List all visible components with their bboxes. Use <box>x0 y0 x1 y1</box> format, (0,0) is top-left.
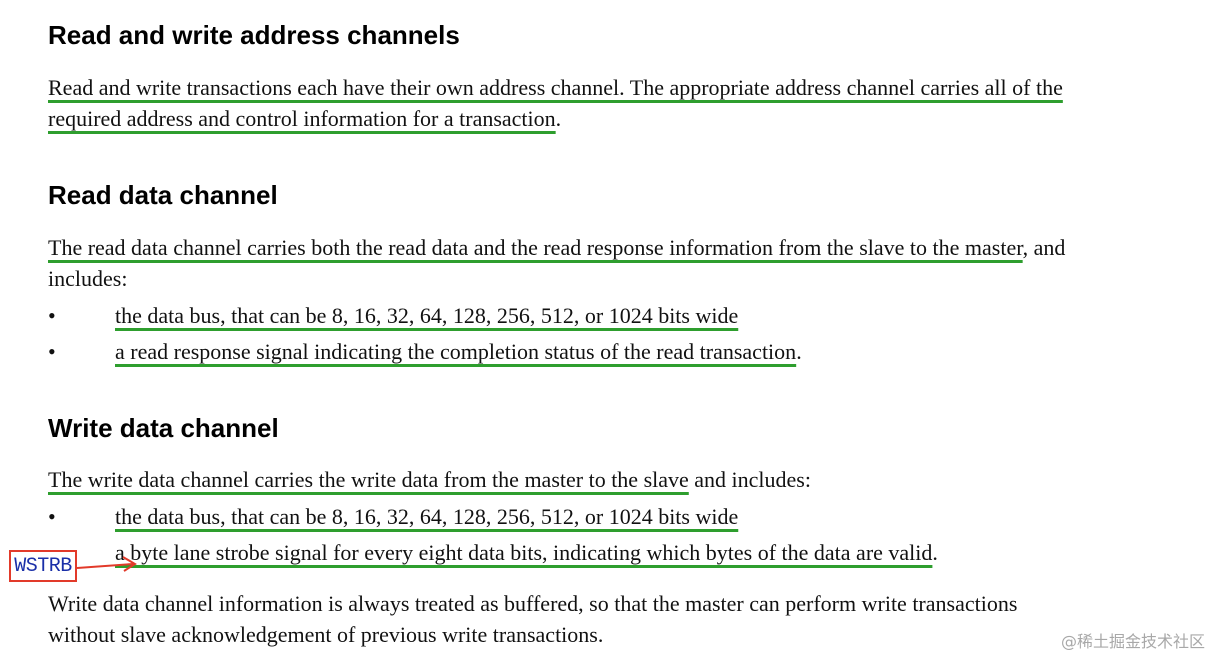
underlined-text: The read data channel carries both the r… <box>48 235 1023 260</box>
paragraph-line: without slave acknowledgement of previou… <box>48 622 604 647</box>
paragraph-line: required address and control information… <box>48 103 1063 134</box>
list-item-text: the data bus, that can be 8, 16, 32, 64,… <box>115 303 739 328</box>
paragraph-line: The write data channel carries the write… <box>48 464 811 495</box>
underlined-text: The write data channel carries the write… <box>48 467 689 492</box>
heading-read-data-channel: Read data channel <box>48 180 278 210</box>
paragraph-line: Write data channel information is always… <box>48 591 1018 616</box>
list-item-text: the data bus, that can be 8, 16, 32, 64,… <box>115 504 739 529</box>
list-item-text: a byte lane strobe signal for every eigh… <box>115 540 938 565</box>
plain-text: . <box>555 106 562 131</box>
bullet-icon: • <box>48 339 56 364</box>
paragraph-line: Read and write transactions each have th… <box>48 72 1063 103</box>
list-item-text: a read response signal indicating the co… <box>115 339 802 364</box>
bullet-icon: • <box>48 303 56 328</box>
heading-address-channels: Read and write address channels <box>48 20 460 50</box>
watermark-text: @稀土掘金技术社区 <box>1060 632 1205 651</box>
plain-text: and includes: <box>688 467 811 492</box>
paragraph-read-data-channel: The read data channel carries both the r… <box>48 232 1065 294</box>
heading-write-data-channel: Write data channel <box>48 413 279 443</box>
plain-text: , and <box>1022 235 1066 260</box>
paragraph-line: The read data channel carries both the r… <box>48 232 1065 263</box>
wstrb-annotation-label: WSTRB <box>9 550 77 582</box>
paragraph-write-data-channel: The write data channel carries the write… <box>48 464 811 495</box>
annotation-arrow-icon <box>77 556 137 572</box>
underlined-text: Read and write transactions each have th… <box>48 75 1063 100</box>
bullet-icon: • <box>48 504 56 529</box>
paragraph-buffered-note: Write data channel information is always… <box>48 588 1017 650</box>
paragraph-address-channels: Read and write transactions each have th… <box>48 72 1063 134</box>
paragraph-line: includes: <box>48 266 128 291</box>
underlined-text: required address and control information… <box>48 106 556 131</box>
